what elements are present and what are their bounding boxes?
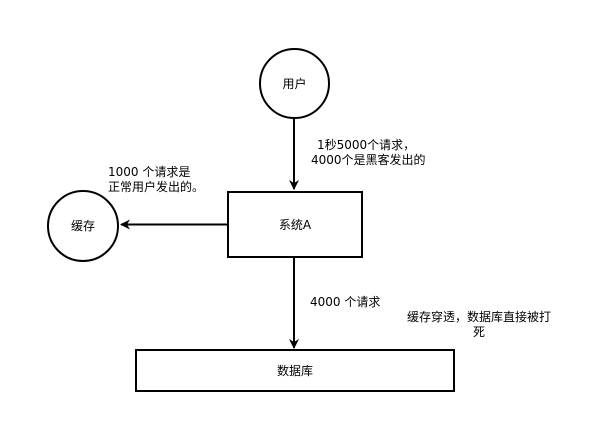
label-system-to-database: 4000 个请求 <box>310 295 381 309</box>
label-user-to-system: 1秒5000个请求， 4000个是黑客发出的 <box>311 138 426 168</box>
label-line: 正常用户发出的。 <box>108 180 205 194</box>
label-cache-penetration: 缓存穿透，数据库直接被打 死 <box>401 310 557 340</box>
label-line: 死 <box>472 325 485 339</box>
label-line: 4000个是黑客发出的 <box>311 153 426 167</box>
label-system-to-cache: 1000 个请求是 正常用户发出的。 <box>108 165 204 195</box>
label-line: 缓存穿透，数据库直接被打 <box>406 310 551 324</box>
label-line: 1秒5000个请求， <box>317 138 416 152</box>
node-system-a: 系统A <box>227 191 363 258</box>
node-user: 用户 <box>259 48 330 119</box>
node-cache: 缓存 <box>47 190 119 262</box>
node-database: 数据库 <box>135 349 455 392</box>
label-line: 1000 个请求是 <box>108 165 191 179</box>
